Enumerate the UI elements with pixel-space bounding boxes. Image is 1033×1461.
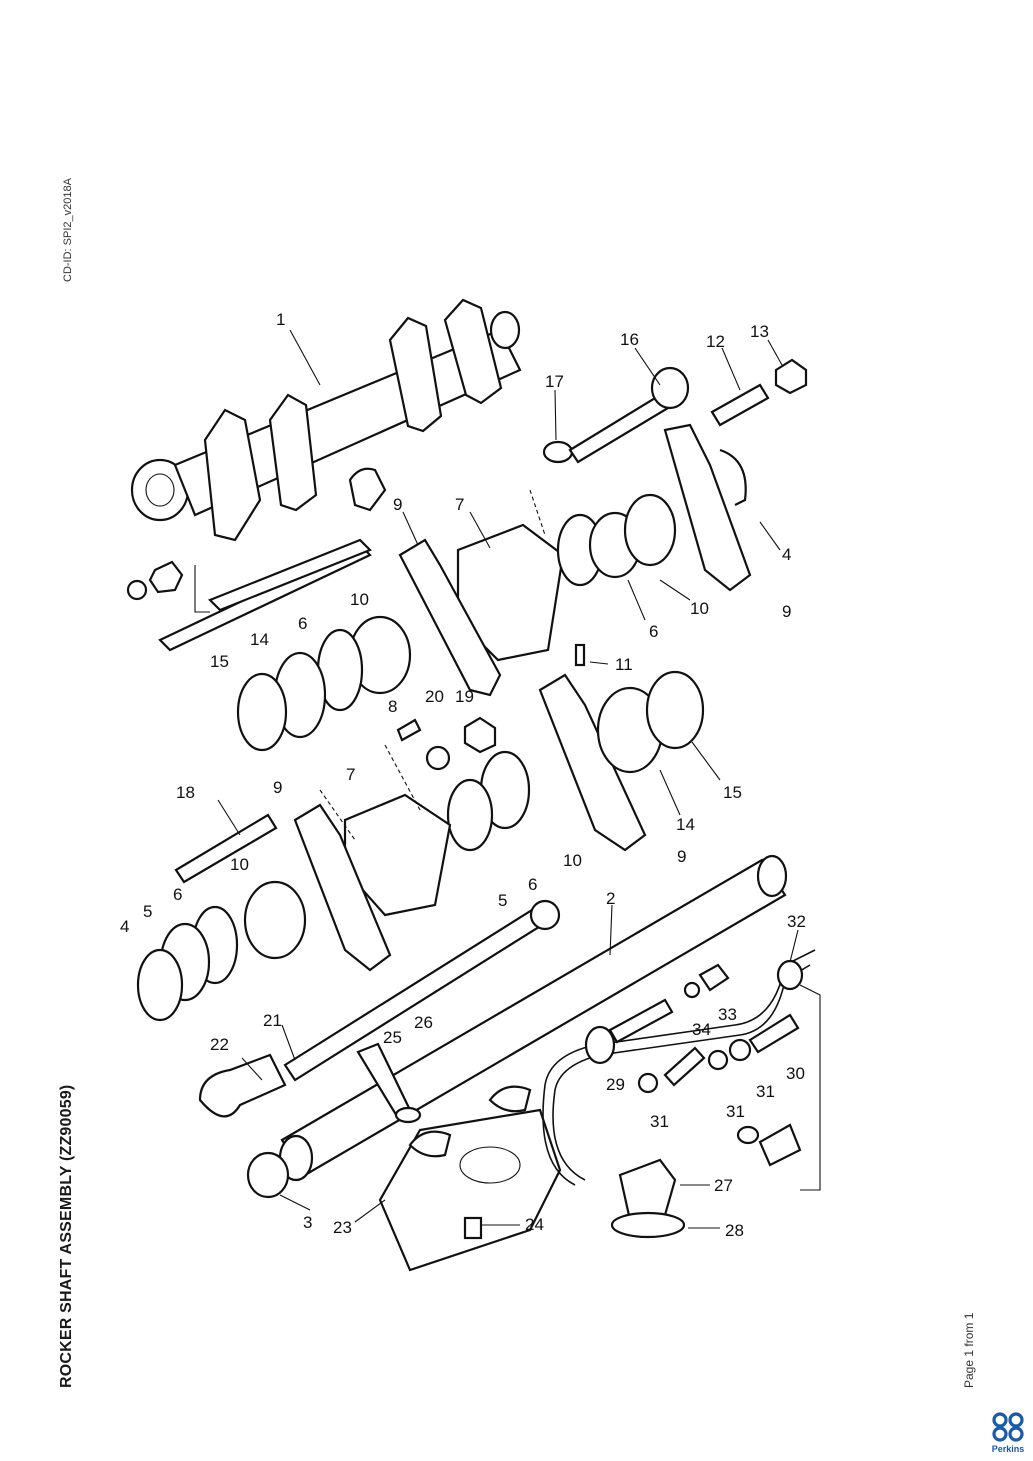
callout: 11 (615, 655, 633, 674)
sleeve-drawing (246, 1151, 290, 1199)
pin-drawing (283, 899, 561, 1082)
callout: 8 (388, 697, 397, 716)
callout: 2 (606, 889, 615, 908)
callout: 7 (346, 765, 355, 784)
callout: 15 (723, 783, 742, 802)
oil-pipe-drawing (126, 538, 372, 652)
leader-lines (194, 329, 821, 1229)
callout: 6 (298, 614, 307, 633)
callout: 23 (333, 1218, 352, 1237)
middle-rocker-group-drawing (396, 670, 705, 852)
callout: 10 (350, 590, 369, 609)
callout: 31 (650, 1112, 669, 1131)
cd-id-label: CD-ID: SPI2_v2018A (62, 178, 74, 282)
callout: 31 (726, 1102, 745, 1121)
callout: 10 (690, 599, 709, 618)
exploded-parts-diagram: 1 16 17 12 13 9 7 4 9 10 6 11 10 14 6 15… (120, 298, 821, 1272)
callout: 6 (173, 885, 182, 904)
callout: 15 (210, 652, 229, 671)
callout: 31 (756, 1082, 775, 1101)
lower-rocker-group-drawing (136, 793, 452, 1022)
callout: 26 (414, 1013, 433, 1032)
callout: 9 (677, 847, 686, 866)
callout: 3 (303, 1213, 312, 1232)
plug-drawing (198, 1053, 287, 1118)
callout: 17 (545, 372, 564, 391)
callout: 10 (230, 855, 249, 874)
callout: 30 (786, 1064, 805, 1083)
callout: 6 (528, 875, 537, 894)
callout-labels: 1 16 17 12 13 9 7 4 9 10 6 11 10 14 6 15… (120, 310, 806, 1240)
washer-drawing (394, 1106, 422, 1124)
upper-rocker-group-drawing (236, 423, 752, 752)
callout: 16 (620, 330, 639, 349)
callout: 27 (714, 1176, 733, 1195)
callout: 24 (525, 1215, 544, 1234)
callout: 10 (563, 851, 582, 870)
callout: 33 (718, 1005, 737, 1024)
callout: 9 (273, 778, 282, 797)
page-number: Page 1 from 1 (962, 1312, 976, 1388)
callout: 28 (725, 1221, 744, 1240)
pedestal-drawing (378, 1085, 562, 1272)
callout: 14 (676, 815, 695, 834)
callout: 21 (263, 1011, 282, 1030)
callout: 29 (606, 1075, 625, 1094)
callout: 7 (455, 495, 464, 514)
callout: 18 (176, 783, 195, 802)
callout: 20 (425, 687, 444, 706)
callout: 25 (383, 1028, 402, 1047)
callout: 22 (210, 1035, 229, 1054)
callout: 9 (393, 495, 402, 514)
callout: 9 (782, 602, 791, 621)
callout: 4 (782, 545, 791, 564)
callout: 32 (787, 912, 806, 931)
bolt-washer-stud-drawing (542, 358, 808, 464)
elbow-fitting (348, 467, 387, 512)
callout: 5 (498, 891, 507, 910)
callout: 1 (276, 310, 285, 329)
brand-name: Perkins (992, 1444, 1025, 1454)
rocker-shaft-assembly-drawing (130, 298, 522, 542)
callout: 6 (649, 622, 658, 641)
oil-feed-pipe-drawing (542, 949, 816, 1239)
callout: 34 (692, 1020, 711, 1039)
perkins-logo: Perkins (992, 1412, 1025, 1454)
page-title: ROCKER SHAFT ASSEMBLY (ZZ90059) (58, 1084, 75, 1388)
callout: 13 (750, 322, 769, 341)
callout: 19 (455, 687, 474, 706)
callout: 12 (706, 332, 725, 351)
callout: 14 (250, 630, 269, 649)
callout: 4 (120, 917, 129, 936)
callout: 5 (143, 902, 152, 921)
